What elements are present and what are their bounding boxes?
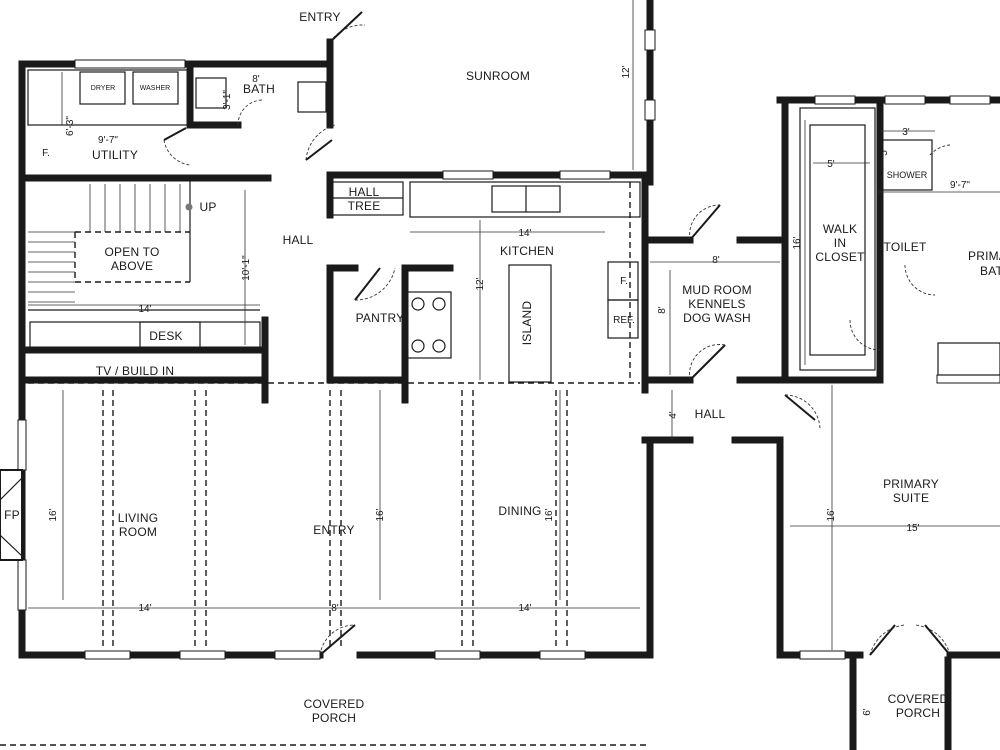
label-primary-bath-2: BAT	[980, 264, 1000, 278]
label-island: ISLAND	[520, 301, 534, 346]
label-living-1: LIVING	[118, 511, 159, 525]
dim-mud-w: 8'	[712, 255, 720, 266]
dim-bath-w: 8'	[252, 74, 260, 85]
label-walk-3: CLOSET	[815, 250, 865, 264]
label-living-2: ROOM	[119, 525, 157, 539]
dim-shower-w: 3'	[902, 127, 910, 138]
label-suite-2: SUITE	[893, 491, 929, 505]
doors	[163, 11, 951, 656]
label-hall-tree-1: HALL	[349, 185, 380, 199]
dim-kitchen-w: 14'	[518, 228, 531, 239]
dim-sunroom-h: 12'	[621, 65, 632, 78]
label-dryer: DRYER	[91, 85, 115, 92]
windows	[17, 29, 1000, 660]
dim-closet-h: 16'	[792, 236, 803, 249]
label-walk-2: IN	[834, 236, 846, 250]
label-primary-bath-1: PRIMA	[968, 249, 1000, 263]
label-hall-lower: HALL	[695, 407, 726, 421]
label-fp: FP	[4, 508, 20, 522]
label-shower: SHOWER	[887, 170, 928, 180]
dim-closet-w: 5'	[827, 159, 835, 170]
dim-kitchen-h: 12'	[475, 277, 486, 290]
dim-dining-h: 16'	[544, 508, 555, 521]
label-hall-tree-2: TREE	[348, 199, 381, 213]
label-open-above-1: OPEN TO	[105, 245, 160, 259]
dim-mud-h: 8'	[657, 306, 668, 314]
label-up: UP	[199, 200, 216, 214]
interior-lines	[27, 69, 1000, 383]
label-mud-2: KENNELS	[688, 297, 745, 311]
label-dining: DINING	[498, 504, 541, 518]
label-tv: TV / BUILD IN	[96, 364, 175, 378]
label-kitchen: KITCHEN	[500, 244, 554, 258]
label-porch-left-1: COVERED	[304, 697, 365, 711]
label-entry-top: ENTRY	[299, 10, 340, 24]
dim-utility-h: 6'-3"	[65, 116, 76, 136]
label-toilet: TOILET	[884, 240, 927, 254]
label-sunroom: SUNROOM	[466, 69, 530, 83]
dim-entry-w: 8'	[331, 603, 339, 614]
dim-living-w: 14'	[138, 603, 151, 614]
label-pantry: PANTRY	[356, 311, 405, 325]
porch-posts	[849, 656, 952, 750]
dim-hall-h: 4'	[668, 411, 679, 419]
dim-entry-h: 16'	[375, 508, 386, 521]
dimension-lines	[28, 0, 1000, 650]
label-porch-right-2: PORCH	[896, 706, 940, 720]
dim-porch-h: 6'	[862, 708, 873, 716]
label-desk: DESK	[149, 329, 182, 343]
label-washer: WASHER	[140, 85, 170, 92]
label-open-above-2: ABOVE	[111, 259, 153, 273]
dim-suite-h: 16'	[826, 508, 837, 521]
label-mud-3: DOG WASH	[683, 311, 751, 325]
dim-living-h: 16'	[48, 508, 59, 521]
dim-desk-w: 14'	[138, 304, 151, 315]
label-walk-1: WALK	[823, 222, 857, 236]
room-labels: ENTRY SUNROOM BATH UTILITY DRYER WASHER …	[4, 10, 1000, 725]
label-utility: UTILITY	[92, 148, 138, 162]
dim-bath-closet: 3'-1"	[222, 90, 233, 110]
dimension-labels: 12' 8' 3'-1" 6'-3" 9'-7" 10'-1" 14' 14' …	[48, 65, 970, 715]
label-freezer: F.	[42, 148, 50, 159]
dim-suite-w: 15'	[906, 523, 919, 534]
label-porch-left-2: PORCH	[312, 711, 356, 725]
label-porch-right-1: COVERED	[888, 692, 949, 706]
dim-stair-h: 10'-1"	[241, 255, 252, 281]
label-kitchen-freezer: F.	[620, 276, 628, 287]
beam-lines	[0, 182, 650, 746]
dim-utility-w: 9'-7"	[98, 135, 118, 146]
label-bath: BATH	[243, 82, 275, 96]
dim-shower-h: 5'	[879, 148, 890, 156]
label-ref: REF.	[613, 315, 635, 326]
label-hall-upper: HALL	[283, 233, 314, 247]
dim-dining-w: 14'	[518, 603, 531, 614]
label-entry-main: ENTRY	[313, 523, 354, 537]
label-suite-1: PRIMARY	[883, 477, 939, 491]
fireplace	[0, 469, 23, 561]
dim-bath-w2: 9'-7"	[950, 180, 970, 191]
label-mud-1: MUD ROOM	[682, 283, 752, 297]
